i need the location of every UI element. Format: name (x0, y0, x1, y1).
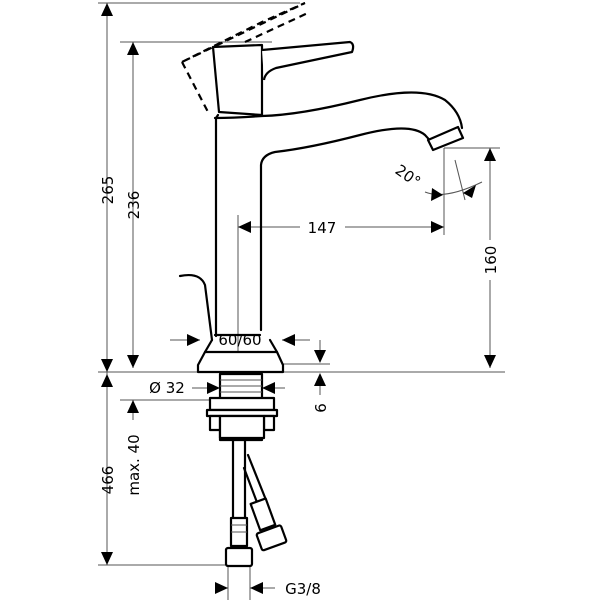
dim-label-6: 6 (312, 403, 330, 413)
dim-label-466: 466 (99, 466, 117, 495)
dim-label-20-degrees: 20° (392, 161, 424, 191)
mounting-assembly (205, 372, 288, 568)
dim-label-265: 265 (99, 176, 117, 205)
dim-label-diameter-32: Ø 32 (149, 379, 185, 397)
dim-label-160: 160 (482, 246, 500, 275)
dim-label-147: 147 (308, 219, 337, 237)
dim-label-60-60: 60/60 (218, 331, 261, 349)
arrowheads (101, 3, 496, 594)
dimension-lines (98, 2, 505, 600)
dim-label-g3-8: G3/8 (285, 580, 321, 598)
dim-label-236: 236 (125, 191, 143, 220)
faucet-body (178, 1, 465, 374)
dim-label-max-40: max. 40 (125, 434, 143, 495)
